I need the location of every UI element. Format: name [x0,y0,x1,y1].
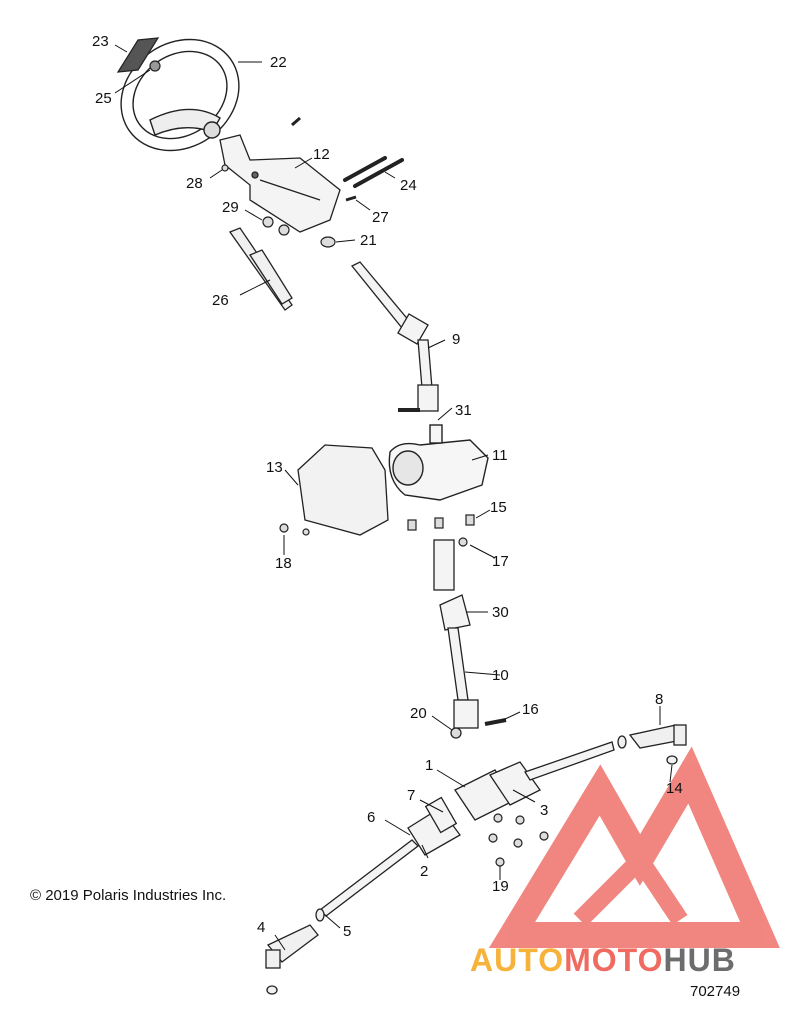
callout-8: 8 [655,691,663,708]
watermark-part-auto: AUTO [470,942,565,978]
callout-7: 7 [407,787,415,804]
callout-28: 28 [186,175,203,192]
column-bracket [219,134,341,233]
callout-9: 9 [452,331,460,348]
callout-29: 29 [222,199,239,216]
bolts-24 [343,156,404,188]
callout-labels: 1 2 3 4 5 6 7 8 9 10 11 12 13 14 15 16 1… [92,33,683,940]
upper-intermediate-shaft [350,261,439,412]
callout-10: 10 [492,667,509,684]
callout-5: 5 [343,923,351,940]
callout-21: 21 [360,232,377,249]
small-hardware-upper [221,116,357,248]
callout-6: 6 [367,809,375,826]
eps-cover [297,444,389,536]
steering-rack [319,741,615,917]
wheel-badge [116,37,161,73]
tie-rod-ends [265,724,687,995]
callout-12: 12 [313,146,330,163]
callout-18: 18 [275,555,292,572]
callout-1: 1 [425,757,433,774]
callout-16: 16 [522,701,539,718]
callout-25: 25 [95,90,112,107]
lower-intermediate-shaft [433,539,507,739]
callout-13: 13 [266,459,283,476]
callout-14: 14 [666,780,683,797]
callout-20: 20 [410,705,427,722]
callout-31: 31 [455,402,472,419]
callout-26: 26 [212,292,229,309]
callout-3: 3 [540,802,548,819]
callout-19: 19 [492,878,509,895]
callout-2: 2 [420,863,428,880]
callout-30: 30 [492,604,509,621]
leader-lines [114,44,673,951]
callout-17: 17 [492,553,509,570]
power-steering-unit [388,424,489,501]
callout-11: 11 [492,447,508,464]
callout-27: 27 [372,209,389,226]
diagram-number: 702749 [690,983,741,1000]
callout-22: 22 [270,54,287,71]
watermark-logo-icon [488,746,780,948]
small-hardware-middle [279,514,475,547]
callout-23: 23 [92,33,109,50]
watermark-text: AUTOMOTOHUB [470,942,736,979]
copyright-notice: © 2019 Polaris Industries Inc. [30,887,227,904]
callout-24: 24 [400,177,417,194]
gas-strut [228,227,293,311]
watermark-part-moto: MOTO [564,942,664,978]
callout-4: 4 [257,919,265,936]
callout-15: 15 [490,499,507,516]
nuts-19 [488,813,549,867]
watermark-part-hub: HUB [663,942,736,978]
